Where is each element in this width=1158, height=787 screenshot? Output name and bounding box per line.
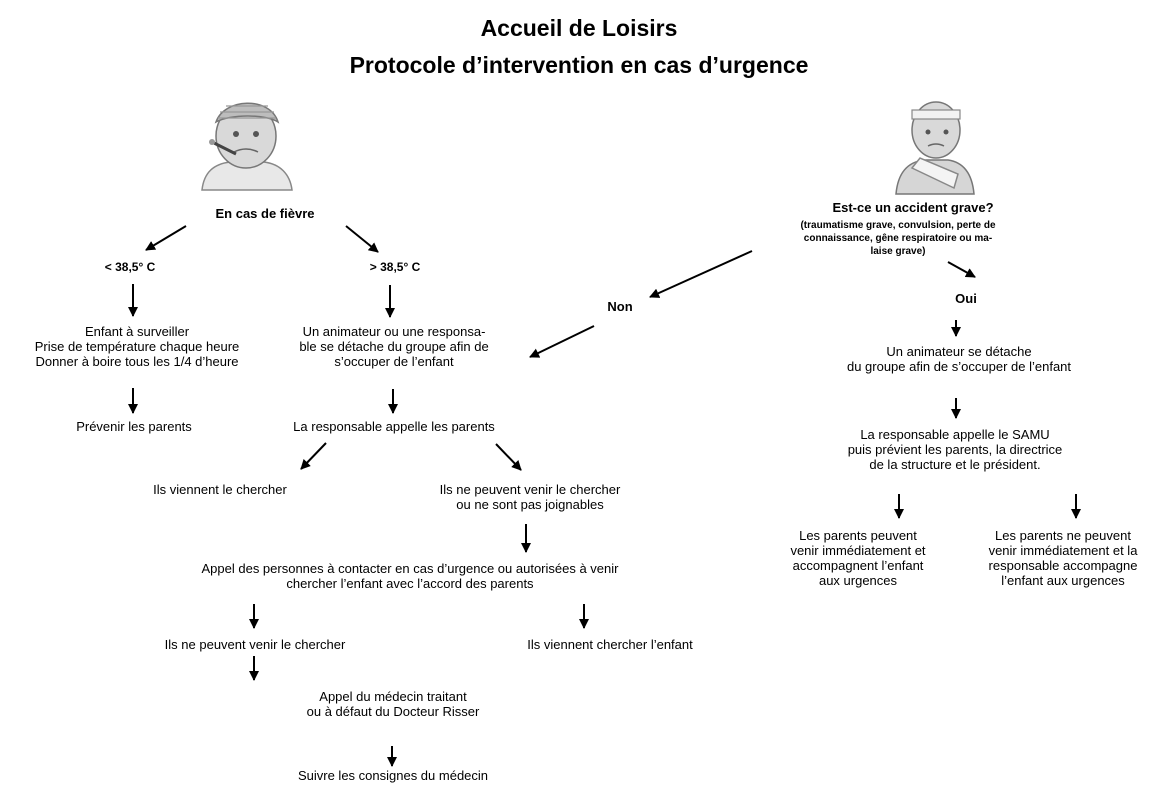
injured-child-sling-icon xyxy=(895,101,975,195)
contacts-cannot-text: Ils ne peuvent venir le chercher xyxy=(164,637,346,652)
arrow-cannot-come xyxy=(495,443,522,471)
accident-no-label: Non xyxy=(607,299,633,314)
call-parents-text: La responsable appelle les parents xyxy=(293,419,495,434)
arrow-no-animator xyxy=(529,325,595,358)
high-animator-text: Un animateur ou une responsa- ble se dét… xyxy=(299,324,489,369)
page-title: Accueil de Loisirs xyxy=(480,15,678,41)
parents-can-text: Les parents peuvent venir immédiatement … xyxy=(790,528,926,588)
arrow-accident-no xyxy=(649,250,753,298)
call-samu-text: La responsable appelle le SAMU puis prév… xyxy=(847,427,1063,472)
accident-question: Est-ce un accident grave? xyxy=(832,200,994,215)
arrow-fever-high xyxy=(345,225,379,253)
accident-animator-text: Un animateur se détache du groupe afin d… xyxy=(846,344,1072,374)
sick-child-thermometer-icon xyxy=(201,102,293,191)
fever-heading: En cas de fièvre xyxy=(215,206,315,221)
follow-doctor-text: Suivre les consignes du médecin xyxy=(297,768,489,783)
accident-yes-label: Oui xyxy=(955,291,977,306)
call-contacts-text: Appel des personnes à contacter en cas d… xyxy=(201,561,619,591)
accident-question-detail: (traumatisme grave, convulsion, perte de… xyxy=(800,220,996,257)
parents-cannot-text: Les parents ne peuvent venir immédiateme… xyxy=(988,528,1138,588)
fever-high-label: > 38,5° C xyxy=(369,260,421,274)
arrow-they-come xyxy=(300,442,327,470)
fever-low-label: < 38,5° C xyxy=(104,260,156,274)
arrow-accident-yes xyxy=(947,261,976,278)
cannot-come-text: Ils ne peuvent venir le chercher ou ne s… xyxy=(439,482,621,512)
call-doctor-text: Appel du médecin traitant ou à défaut du… xyxy=(306,689,480,719)
arrow-fever-low xyxy=(145,225,187,251)
low-notify-text: Prévenir les parents xyxy=(76,419,192,434)
low-watch-text: Enfant à surveiller Prise de température… xyxy=(34,324,240,369)
page-subtitle: Protocole d’intervention en cas d’urgenc… xyxy=(349,52,809,78)
contacts-come-text: Ils viennent chercher l’enfant xyxy=(527,637,693,652)
they-come-text: Ils viennent le chercher xyxy=(153,482,287,497)
